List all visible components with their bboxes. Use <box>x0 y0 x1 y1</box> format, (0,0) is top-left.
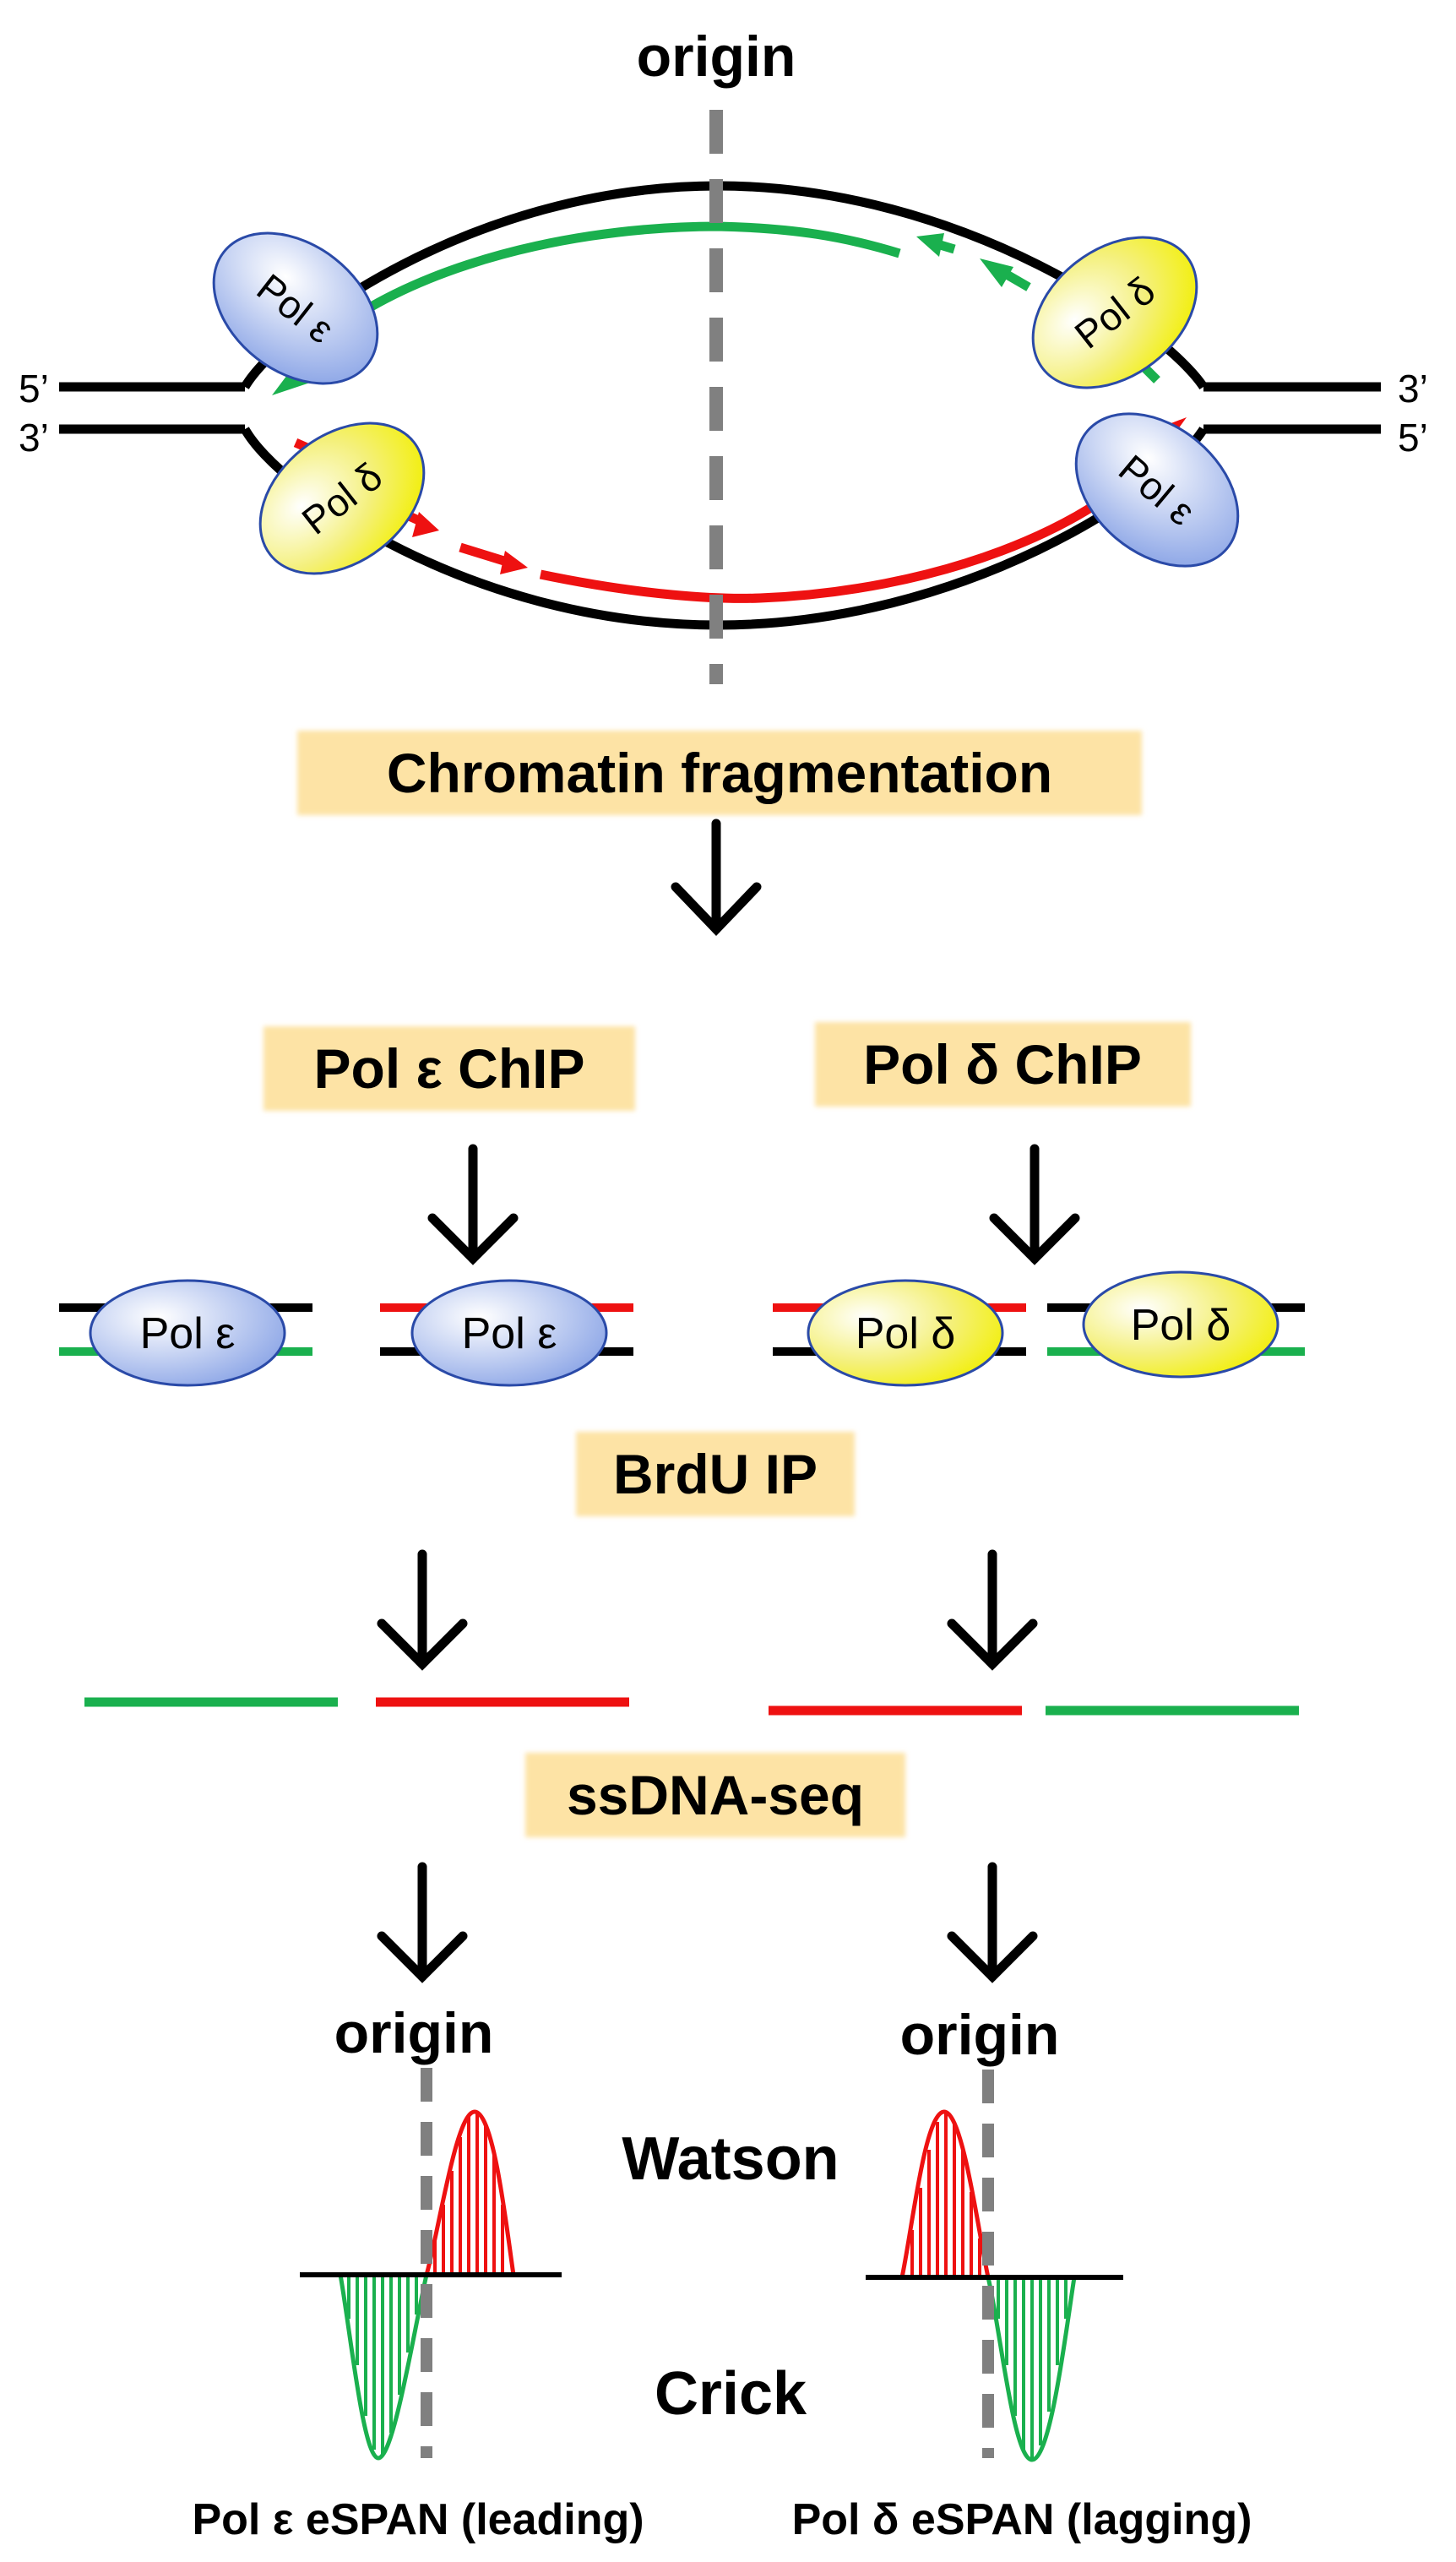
pol-epsilon-top-left: Pol ε <box>212 231 379 385</box>
step-label-ssdna-seq: ssDNA-seq <box>567 1764 864 1826</box>
arrow-down-4-right <box>947 1862 1038 1983</box>
end-label-left-bottom: 3’ <box>19 416 49 460</box>
fragment-pol-d-1: Pol δ <box>773 1279 1026 1387</box>
fragment-pol-e-1-label: Pol ε <box>140 1309 236 1358</box>
arrow-down-1 <box>671 819 762 936</box>
pol-delta-top-right: Pol δ <box>1031 236 1198 389</box>
fragment-pol-d-1-label: Pol δ <box>856 1309 956 1358</box>
pol-delta-bottom-left: Pol δ <box>258 422 426 575</box>
fragment-pol-d-2: Pol δ <box>1047 1270 1305 1379</box>
caption-right: Pol δ eSPAN (lagging) <box>792 2495 1252 2544</box>
arrow-down-2-right <box>989 1144 1080 1265</box>
fragment-pol-e-1: Pol ε <box>59 1279 312 1387</box>
profile-right-watson-peak <box>899 2109 991 2280</box>
step-box-brdu-ip: BrdU IP <box>576 1432 855 1516</box>
pol-epsilon-bottom-right: Pol ε <box>1074 412 1240 568</box>
profile-left-watson-peak <box>423 2109 516 2277</box>
end-label-right-bottom: 5’ <box>1398 416 1428 460</box>
profile-right <box>866 2070 1123 2462</box>
ssdna-strands <box>84 1697 1299 1716</box>
fragment-pol-e-2-label: Pol ε <box>462 1309 557 1358</box>
step-box-pol-d-chip: Pol δ ChIP <box>815 1022 1191 1107</box>
origin-label-left: origin <box>334 2001 494 2065</box>
step-box-pol-e-chip: Pol ε ChIP <box>263 1026 635 1111</box>
step-label-fragmentation: Chromatin fragmentation <box>387 742 1052 804</box>
origin-label-right: origin <box>900 2003 1060 2067</box>
fragment-pol-e-2: Pol ε <box>380 1279 633 1387</box>
profile-right-crick-trough <box>985 2275 1077 2462</box>
caption-left: Pol ε eSPAN (leading) <box>192 2495 644 2544</box>
fragment-pol-d-2-label: Pol δ <box>1131 1301 1231 1350</box>
step-label-brdu-ip: BrdU IP <box>613 1443 818 1505</box>
arrow-down-3-right <box>947 1549 1038 1671</box>
profile-left <box>300 2068 562 2461</box>
arrow-down-3-left <box>377 1549 468 1671</box>
profile-left-crick-trough <box>338 2272 430 2461</box>
end-label-right-top: 3’ <box>1398 367 1428 411</box>
crick-label: Crick <box>655 2360 807 2428</box>
end-label-left-top: 5’ <box>19 367 49 411</box>
origin-label-top: origin <box>637 24 796 89</box>
arrow-down-4-left <box>377 1862 468 1983</box>
watson-label: Watson <box>622 2125 839 2193</box>
arrow-down-2-left <box>427 1144 519 1265</box>
step-label-pol-d-chip: Pol δ ChIP <box>863 1033 1142 1096</box>
step-label-pol-e-chip: Pol ε ChIP <box>313 1037 584 1100</box>
step-box-fragmentation: Chromatin fragmentation <box>297 731 1142 815</box>
step-box-ssdna-seq: ssDNA-seq <box>525 1753 905 1837</box>
